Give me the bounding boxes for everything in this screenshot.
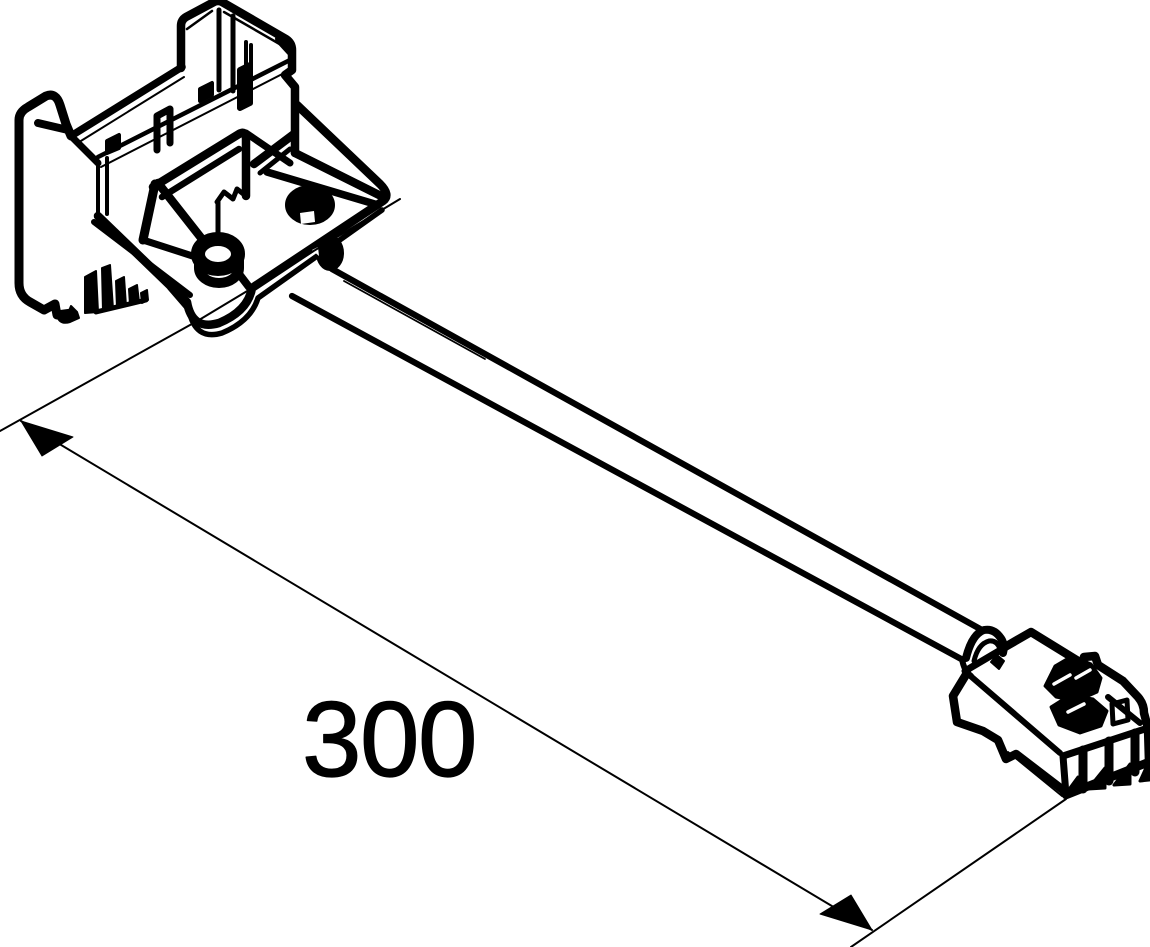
svg-text:300: 300 — [302, 679, 476, 799]
